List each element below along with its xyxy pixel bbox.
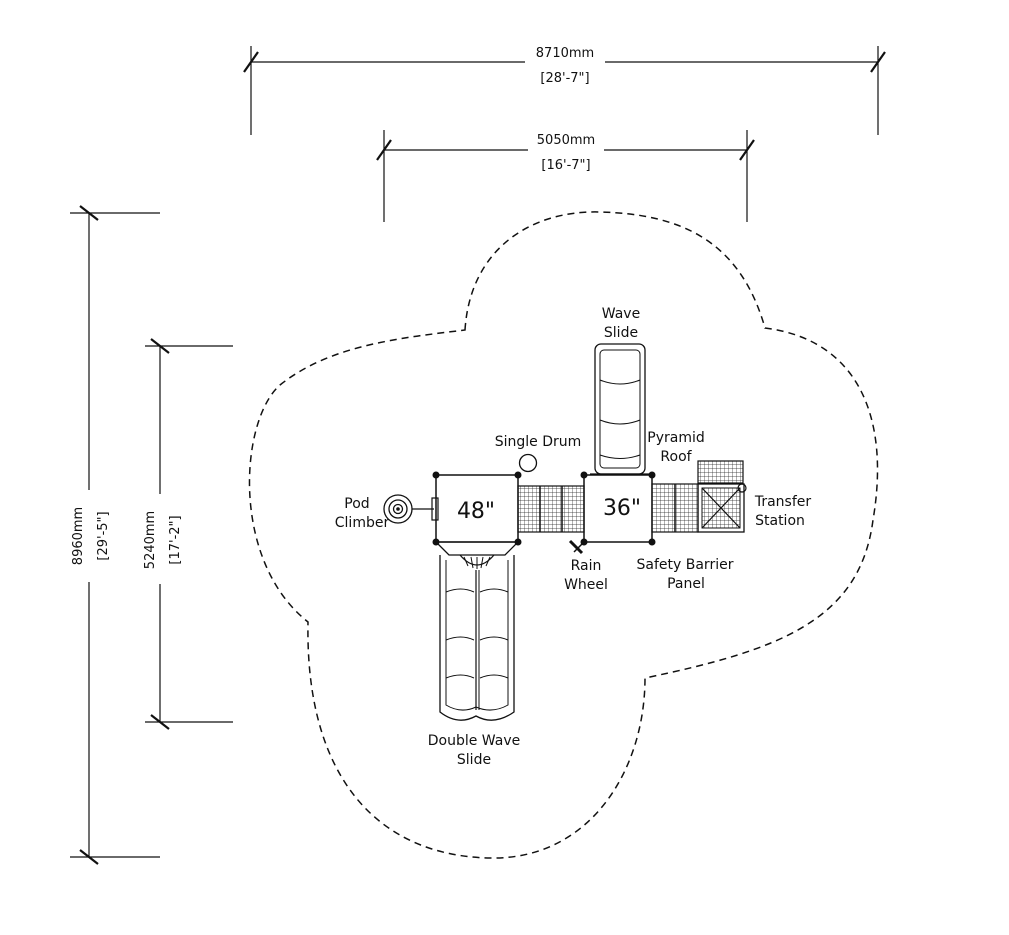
double-wave-slide-label-2: Slide: [457, 752, 491, 768]
overall-width-mm: 8710mm: [536, 46, 594, 61]
structure-width-dimension: 5050mm [16'-7"]: [376, 126, 755, 222]
safety-barrier-panel-label-2: Panel: [667, 576, 705, 592]
deck-48-label: 48": [457, 499, 495, 524]
wave-slide: [590, 343, 650, 475]
overall-depth-dimension: 8960mm [29'-5"]: [70, 205, 160, 865]
transfer-station-label-2: Station: [755, 513, 805, 529]
overall-depth-ft: [29'-5"]: [96, 511, 111, 560]
structure-depth-dimension: 5240mm [17'-2"]: [143, 338, 233, 730]
bridge-panels: [517, 485, 585, 533]
safety-use-zone-boundary: [248, 211, 879, 859]
pod-climber-label-2: Climber: [335, 515, 390, 531]
rain-wheel-label-2: Wheel: [564, 577, 608, 593]
rain-wheel: [568, 539, 584, 555]
double-wave-slide-label-1: Double Wave: [428, 733, 520, 749]
transfer-station: [697, 483, 747, 533]
wave-slide-label-2: Slide: [604, 325, 638, 341]
structure-depth-ft: [17'-2"]: [168, 515, 183, 564]
pod-climber-label-1: Pod: [344, 496, 369, 512]
overall-width-dimension: 8710mm [28'-7"]: [243, 40, 886, 135]
pyramid-roof-label-1: Pyramid: [647, 430, 704, 446]
single-drum: [518, 453, 538, 473]
deck-36-label: 36": [603, 496, 641, 521]
structure-width-mm: 5050mm: [537, 133, 595, 148]
pyramid-roof-label-2: Roof: [660, 449, 692, 465]
pod-climber: [383, 494, 439, 524]
double-wave-slide: [434, 541, 520, 721]
single-drum-label: Single Drum: [495, 434, 582, 450]
overall-width-ft: [28'-7"]: [540, 71, 589, 86]
wave-slide-label-1: Wave: [602, 306, 640, 322]
structure-depth-mm: 5240mm: [143, 511, 158, 569]
transfer-station-steps: [697, 460, 744, 484]
rain-wheel-label-1: Rain: [571, 558, 602, 574]
safety-barrier-panel: [651, 483, 699, 533]
structure-width-ft: [16'-7"]: [541, 158, 590, 173]
transfer-station-label-1: Transfer: [754, 494, 812, 510]
overall-depth-mm: 8960mm: [71, 507, 86, 565]
safety-barrier-panel-label-1: Safety Barrier: [637, 557, 734, 573]
